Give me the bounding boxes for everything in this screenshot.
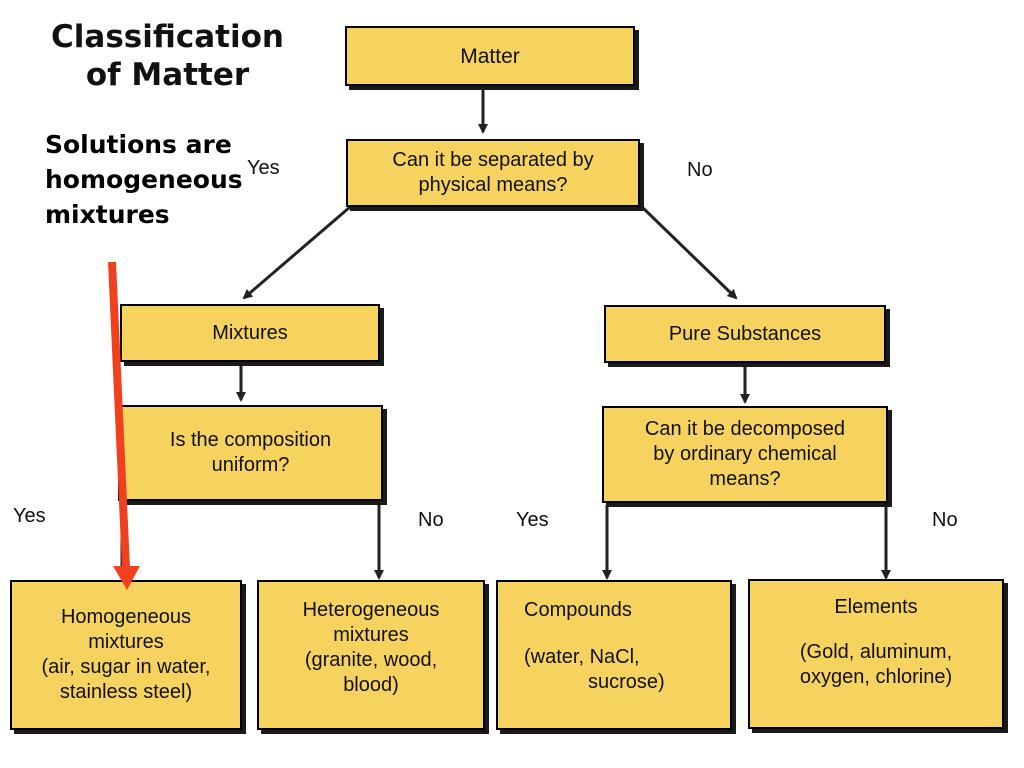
label-yes-left: Yes — [13, 505, 46, 527]
node-heterogeneous-line1: Heterogeneous — [302, 599, 440, 621]
node-heterogeneous-line2: mixtures — [333, 624, 409, 646]
highlight-arrow-shaft — [108, 261, 130, 569]
node-decompose-line2: by ordinary chemical — [653, 443, 837, 465]
page-title-line1: Classification — [51, 19, 284, 55]
label-no-left: No — [418, 509, 444, 531]
node-decompose-line1: Can it be decomposed — [644, 418, 846, 440]
node-homogeneous-line4: stainless steel) — [59, 681, 193, 703]
node-compounds-line3: sucrose) — [588, 671, 665, 693]
arrow-no-to-pure — [640, 205, 738, 300]
node-matter-label: Matter — [460, 44, 520, 68]
node-compounds: Compounds (water, NaCl, sucrose) — [496, 580, 732, 730]
page-title: Classification of Matter — [25, 18, 310, 94]
node-homogeneous-mixtures: Homogeneous mixtures (air, sugar in wate… — [10, 580, 242, 730]
node-matter: Matter — [345, 26, 635, 86]
node-homogeneous-line1: Homogeneous — [60, 606, 192, 628]
solutions-note-line3: mixtures — [45, 200, 170, 229]
node-heterogeneous-line3: (granite, wood, — [304, 649, 438, 671]
solutions-note-line1: Solutions are — [45, 130, 232, 159]
label-no-top: No — [687, 159, 713, 181]
node-elements: Elements (Gold, aluminum, oxygen, chlori… — [748, 579, 1004, 729]
node-elements-line2: (Gold, aluminum, — [799, 641, 953, 663]
label-yes-top: Yes — [247, 157, 280, 179]
solutions-note: Solutions are homogeneous mixtures — [45, 127, 243, 232]
highlight-arrow-head — [113, 566, 140, 590]
node-homogeneous-line2: mixtures — [88, 631, 164, 653]
node-homogeneous-line3: (air, sugar in water, — [41, 656, 211, 678]
node-heterogeneous-mixtures: Heterogeneous mixtures (granite, wood, b… — [257, 580, 485, 730]
solutions-note-line2: homogeneous — [45, 165, 243, 194]
node-compounds-line1: Compounds — [524, 599, 632, 621]
node-compounds-line2: (water, NaCl, — [524, 646, 640, 668]
node-separable-line2: physical means? — [418, 174, 568, 196]
label-yes-right: Yes — [516, 509, 549, 531]
page-title-line2: of Matter — [85, 57, 250, 93]
node-decompose-question: Can it be decomposed by ordinary chemica… — [602, 406, 888, 503]
node-decompose-line3: means? — [709, 468, 781, 490]
node-separable-line1: Can it be separated by — [392, 149, 594, 171]
node-separable-question: Can it be separated by physical means? — [346, 139, 640, 207]
node-heterogeneous-line4: blood) — [343, 674, 399, 696]
node-uniform-line1: Is the composition — [169, 429, 332, 451]
arrow-yes-to-mixtures — [242, 205, 351, 300]
node-pure-label: Pure Substances — [668, 322, 822, 345]
node-uniform-line2: uniform? — [211, 454, 290, 476]
node-pure-substances: Pure Substances — [604, 305, 886, 363]
node-uniform-question: Is the composition uniform? — [118, 405, 383, 501]
node-elements-line3: oxygen, chlorine) — [799, 666, 953, 688]
node-elements-line1: Elements — [834, 596, 918, 618]
node-mixtures-label: Mixtures — [212, 321, 288, 344]
node-mixtures: Mixtures — [120, 304, 380, 362]
label-no-right: No — [932, 509, 958, 531]
